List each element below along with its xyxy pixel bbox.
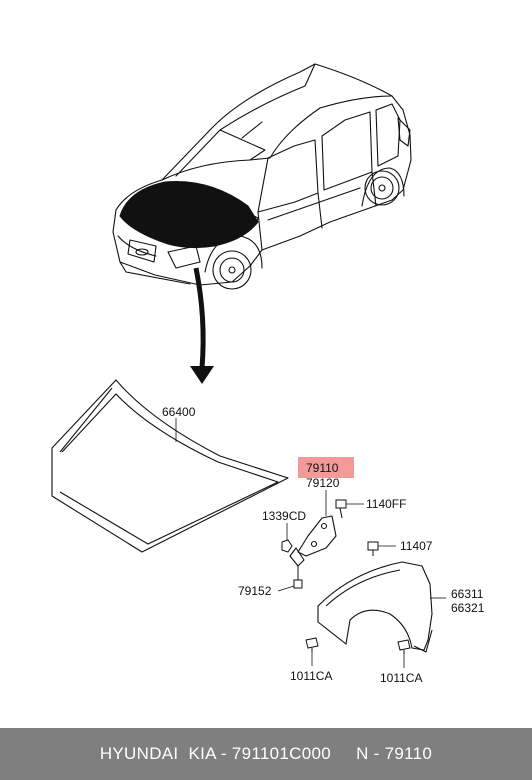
part-number-footer: HYUNDAI KIA - 791101C000 N - 79110	[0, 728, 532, 780]
hinge-number-highlight	[298, 457, 354, 478]
bracket-leader	[277, 585, 295, 592]
label-hood: 66400	[162, 405, 196, 419]
car-illustration	[112, 63, 412, 290]
fender-panel	[317, 561, 433, 653]
label-hinge-rh: 79120	[306, 476, 340, 490]
fender-top-bolt-icon	[367, 541, 379, 556]
pointer-arrow	[190, 267, 214, 384]
lower-right-bolt-icon	[397, 639, 411, 654]
hood-panel	[51, 379, 289, 553]
parts-diagram: 66400 79110 79120 1140FF 1339CD 11407 79…	[51, 63, 485, 685]
label-bolt-hinge: 1140FF	[366, 497, 406, 511]
label-nut-hinge: 1339CD	[262, 509, 306, 523]
bolt-icon	[335, 499, 347, 519]
label-bolt-fender-top: 11407	[400, 539, 433, 553]
lower-left-bolt-icon	[305, 637, 319, 652]
hinge-assembly	[289, 515, 337, 567]
bracket-bolt-icon	[293, 566, 303, 589]
label-fender-rh: 66321	[451, 601, 485, 615]
label-bolt-lower-right: 1011CA	[380, 671, 422, 685]
label-hinge-bracket: 79152	[238, 584, 272, 598]
nut-icon	[281, 539, 293, 553]
label-fender-lh: 66311	[451, 587, 484, 601]
label-hinge-lh: 79110	[306, 461, 339, 475]
hood-highlight	[119, 181, 259, 249]
label-bolt-lower-left: 1011CA	[290, 669, 332, 683]
